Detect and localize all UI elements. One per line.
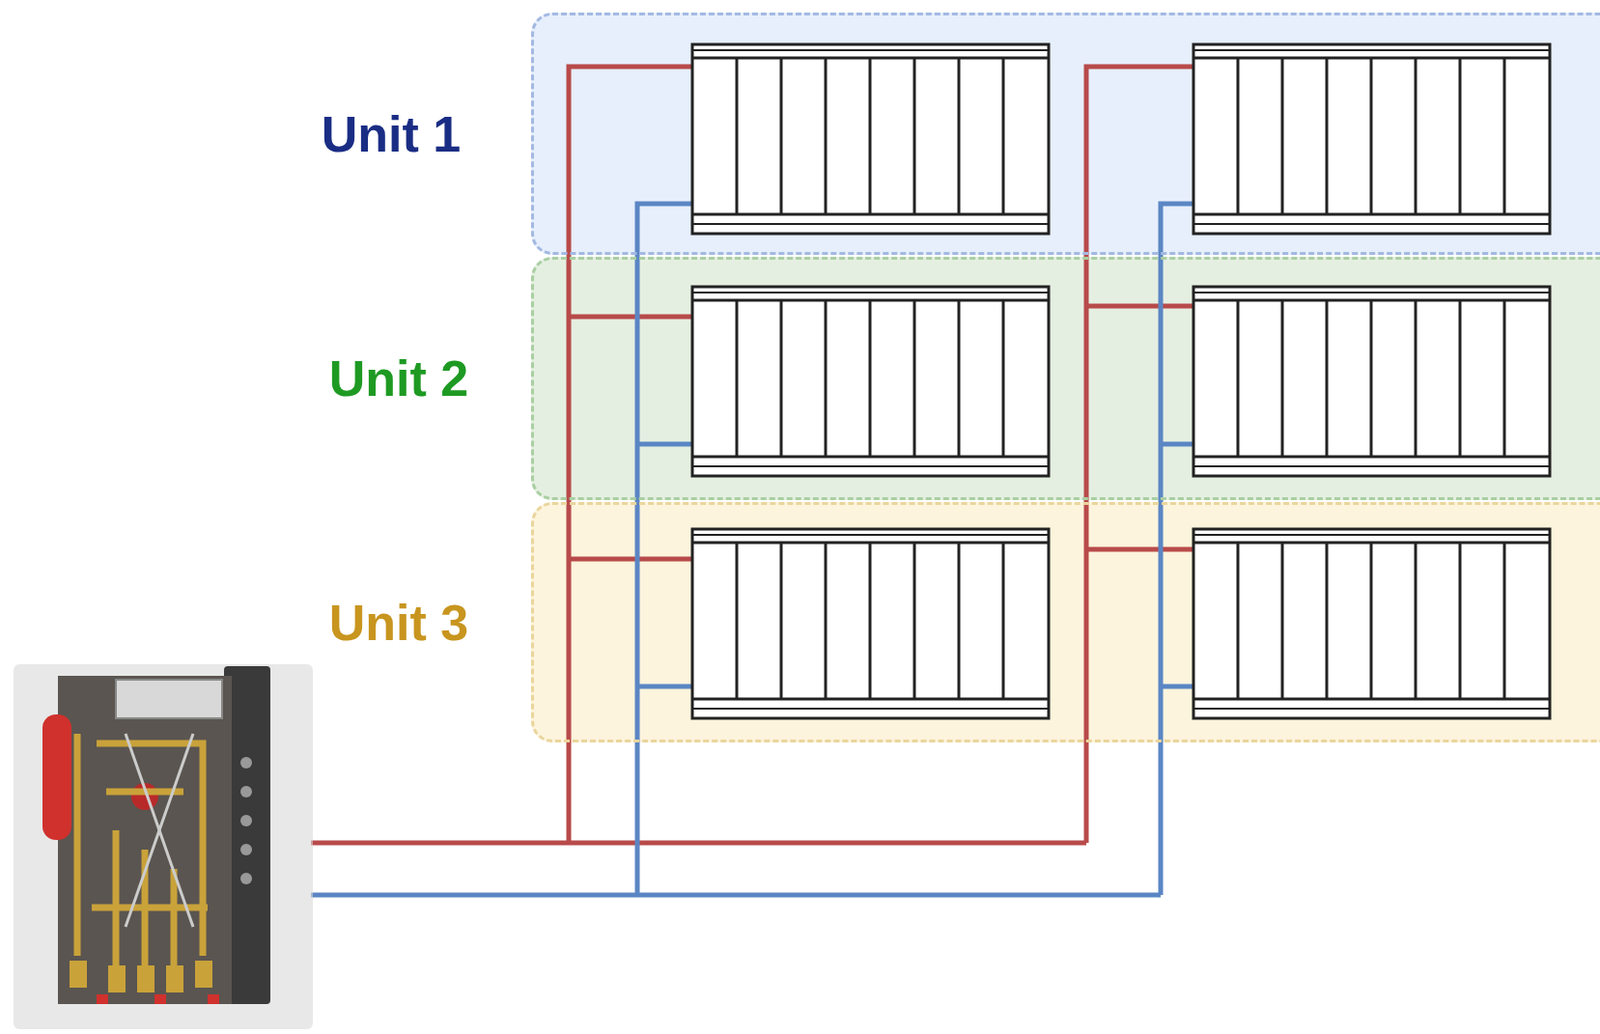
return-pipe <box>310 203 1194 896</box>
band-ground <box>531 12 1600 255</box>
radiator <box>1193 44 1550 234</box>
unit-band: Unit 3 <box>531 502 1600 743</box>
radiator <box>1193 529 1550 719</box>
heat-unit <box>13 664 313 1030</box>
radiator <box>692 529 1049 719</box>
unit-label: Unit 3 <box>329 597 469 648</box>
band-ground <box>531 502 1600 743</box>
unit-label: Unit 2 <box>329 353 469 404</box>
unit-label: Unit 1 <box>321 109 461 160</box>
unit-band: Unit 2 <box>531 256 1600 501</box>
radiator <box>692 286 1049 477</box>
radiator <box>1193 286 1550 477</box>
radiator <box>692 44 1049 234</box>
band-ground <box>531 256 1600 501</box>
unit-band: Unit 1 <box>531 12 1600 255</box>
